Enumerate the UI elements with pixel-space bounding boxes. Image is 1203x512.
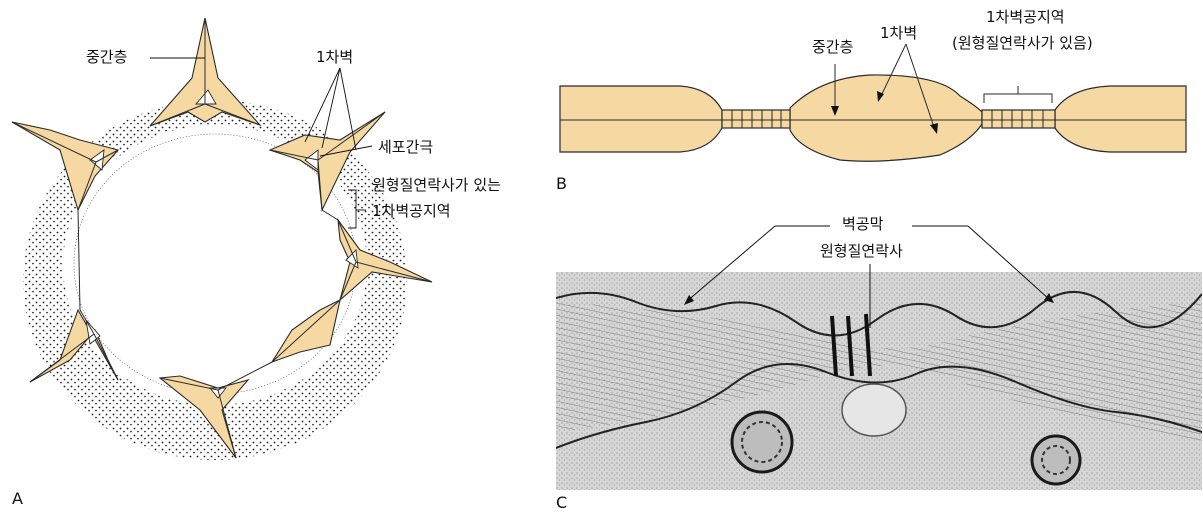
- panel-c-label-pit-membrane: 벽공막: [842, 215, 883, 233]
- panel-b-label-pit-field-line2: (원형질연락사가 있음): [952, 34, 1093, 52]
- panel-b-letter: B: [556, 175, 567, 193]
- panel-a-label-pit-field-line2: 1차벽공지역: [372, 202, 451, 220]
- panel-a-letter: A: [12, 490, 23, 508]
- panel-b-label-primary-wall: 1차벽: [880, 24, 917, 42]
- panel-c-label-plasmodesmata: 원형질연락사: [820, 242, 903, 260]
- panel-c-letter: C: [556, 494, 567, 512]
- panel-b-label-pit-field-line1: 1차벽공지역: [986, 8, 1065, 26]
- panel-c-micrograph: [556, 272, 1202, 490]
- panel-b-wall-section: [0, 0, 1203, 200]
- panel-b-label-middle-lamella: 중간층: [812, 38, 853, 56]
